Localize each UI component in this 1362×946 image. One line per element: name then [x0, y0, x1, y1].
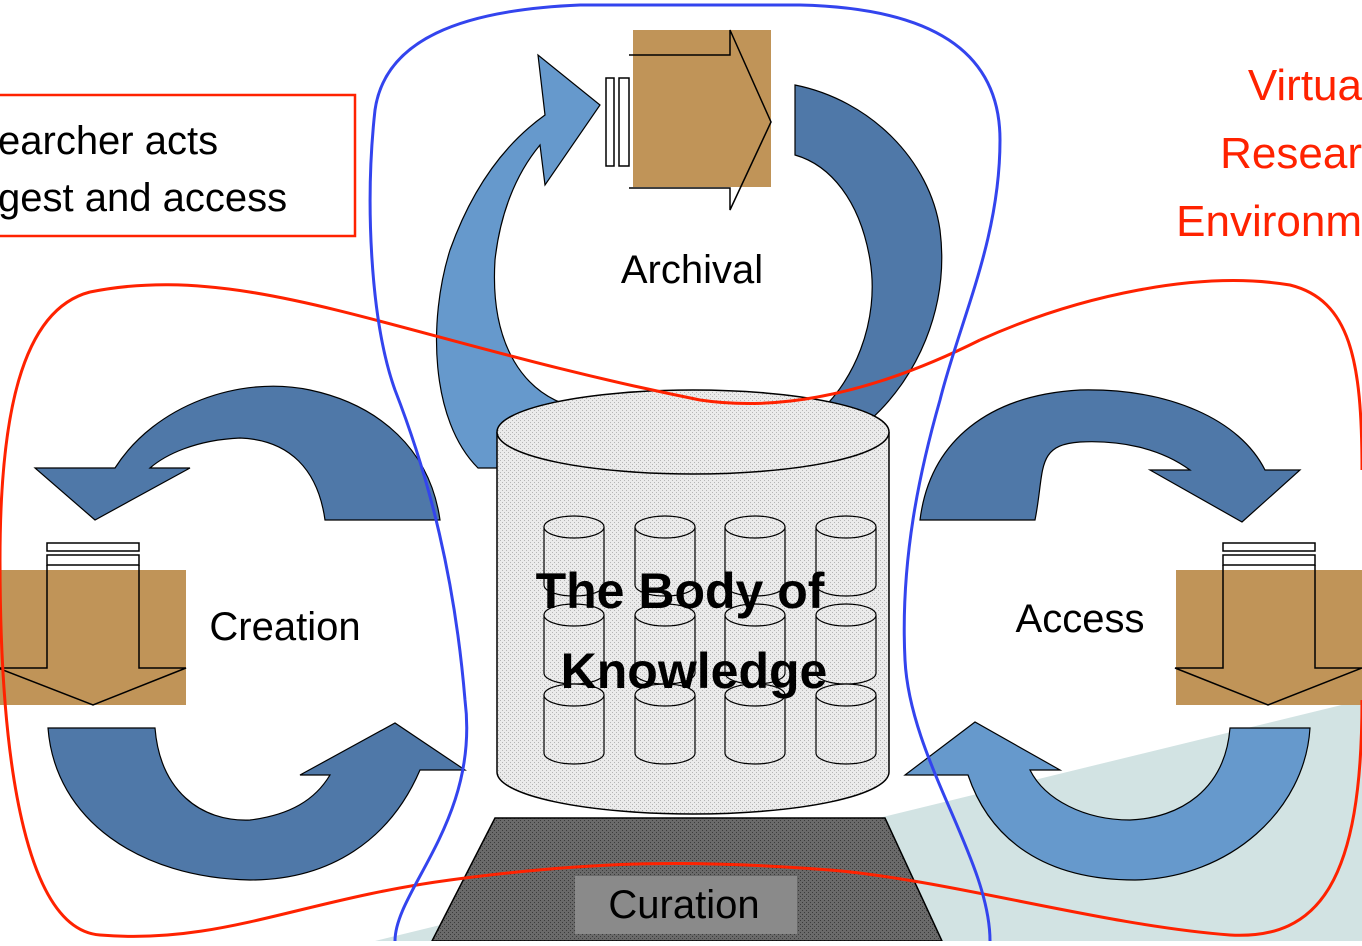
access-cycle-arrows [903, 389, 1311, 881]
creation-label: Creation [209, 605, 360, 649]
small-cylinder [634, 515, 696, 597]
small-cylinder [634, 683, 696, 765]
access-bottom-arrow [903, 721, 1311, 881]
access-top-arrow [919, 389, 1302, 523]
small-cylinder [724, 683, 786, 765]
researcher-domain-outline-right [979, 279, 1362, 471]
creation-cycle-arrows [33, 385, 467, 881]
archival-left-arrow [435, 53, 601, 469]
small-cylinder-grid [543, 515, 877, 765]
access-document-icon [1174, 542, 1362, 706]
access-label: Access [1016, 597, 1145, 641]
small-cylinder [543, 515, 605, 597]
repository-domain-outline [368, 3, 1002, 942]
small-cylinder [634, 603, 696, 685]
researcher-domain-outline-left [0, 283, 1362, 938]
creation-top-arrow [33, 385, 441, 521]
curation-label-bg [575, 876, 797, 934]
callout-line1: earcher acts [0, 119, 218, 163]
researcher-callout-box [0, 93, 357, 238]
callout-line2: gest and access [0, 176, 287, 220]
small-cylinder [543, 683, 605, 765]
creation-bottom-arrow [47, 722, 467, 881]
small-cylinder [724, 603, 786, 685]
creation-document-icon [0, 542, 187, 706]
vre-label-line1: Virtua [1248, 61, 1362, 110]
small-cylinder [724, 515, 786, 597]
curation-label: Curation [608, 883, 759, 927]
small-cylinder [815, 683, 877, 765]
archival-document-icon [605, 29, 772, 211]
vre-label-line3: Environm [1176, 197, 1362, 246]
store-title-line2: Knowledge [561, 643, 828, 699]
archival-label: Archival [621, 248, 763, 292]
small-cylinder [815, 515, 877, 597]
store-title-line1: The Body of [536, 563, 825, 619]
vre-label-line2: Resear [1220, 129, 1362, 178]
small-cylinder [543, 603, 605, 685]
